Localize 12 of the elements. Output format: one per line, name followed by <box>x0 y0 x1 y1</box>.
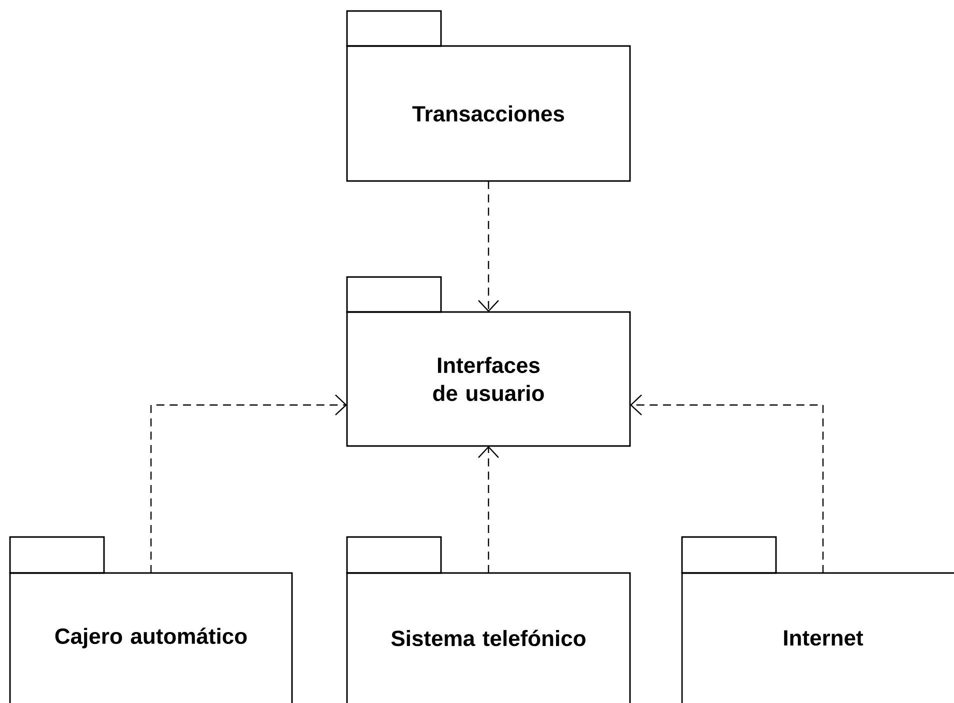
node-label: Internet <box>784 630 864 646</box>
dependency-arrow <box>478 181 499 312</box>
dependency-arrow <box>478 446 499 573</box>
node-label: Sistema telefónico <box>391 630 586 646</box>
dependency-arrow <box>150 394 347 573</box>
package-box: Internet <box>681 536 954 703</box>
package-box: Cajero automático <box>9 536 293 703</box>
package-box: Transacciones <box>346 10 631 182</box>
package-box: Interfaces de usuario <box>346 276 631 447</box>
dependency-arrow <box>630 394 824 573</box>
package-box: Sistema telefónico <box>346 536 631 703</box>
node-label: Cajero automático <box>55 628 247 648</box>
